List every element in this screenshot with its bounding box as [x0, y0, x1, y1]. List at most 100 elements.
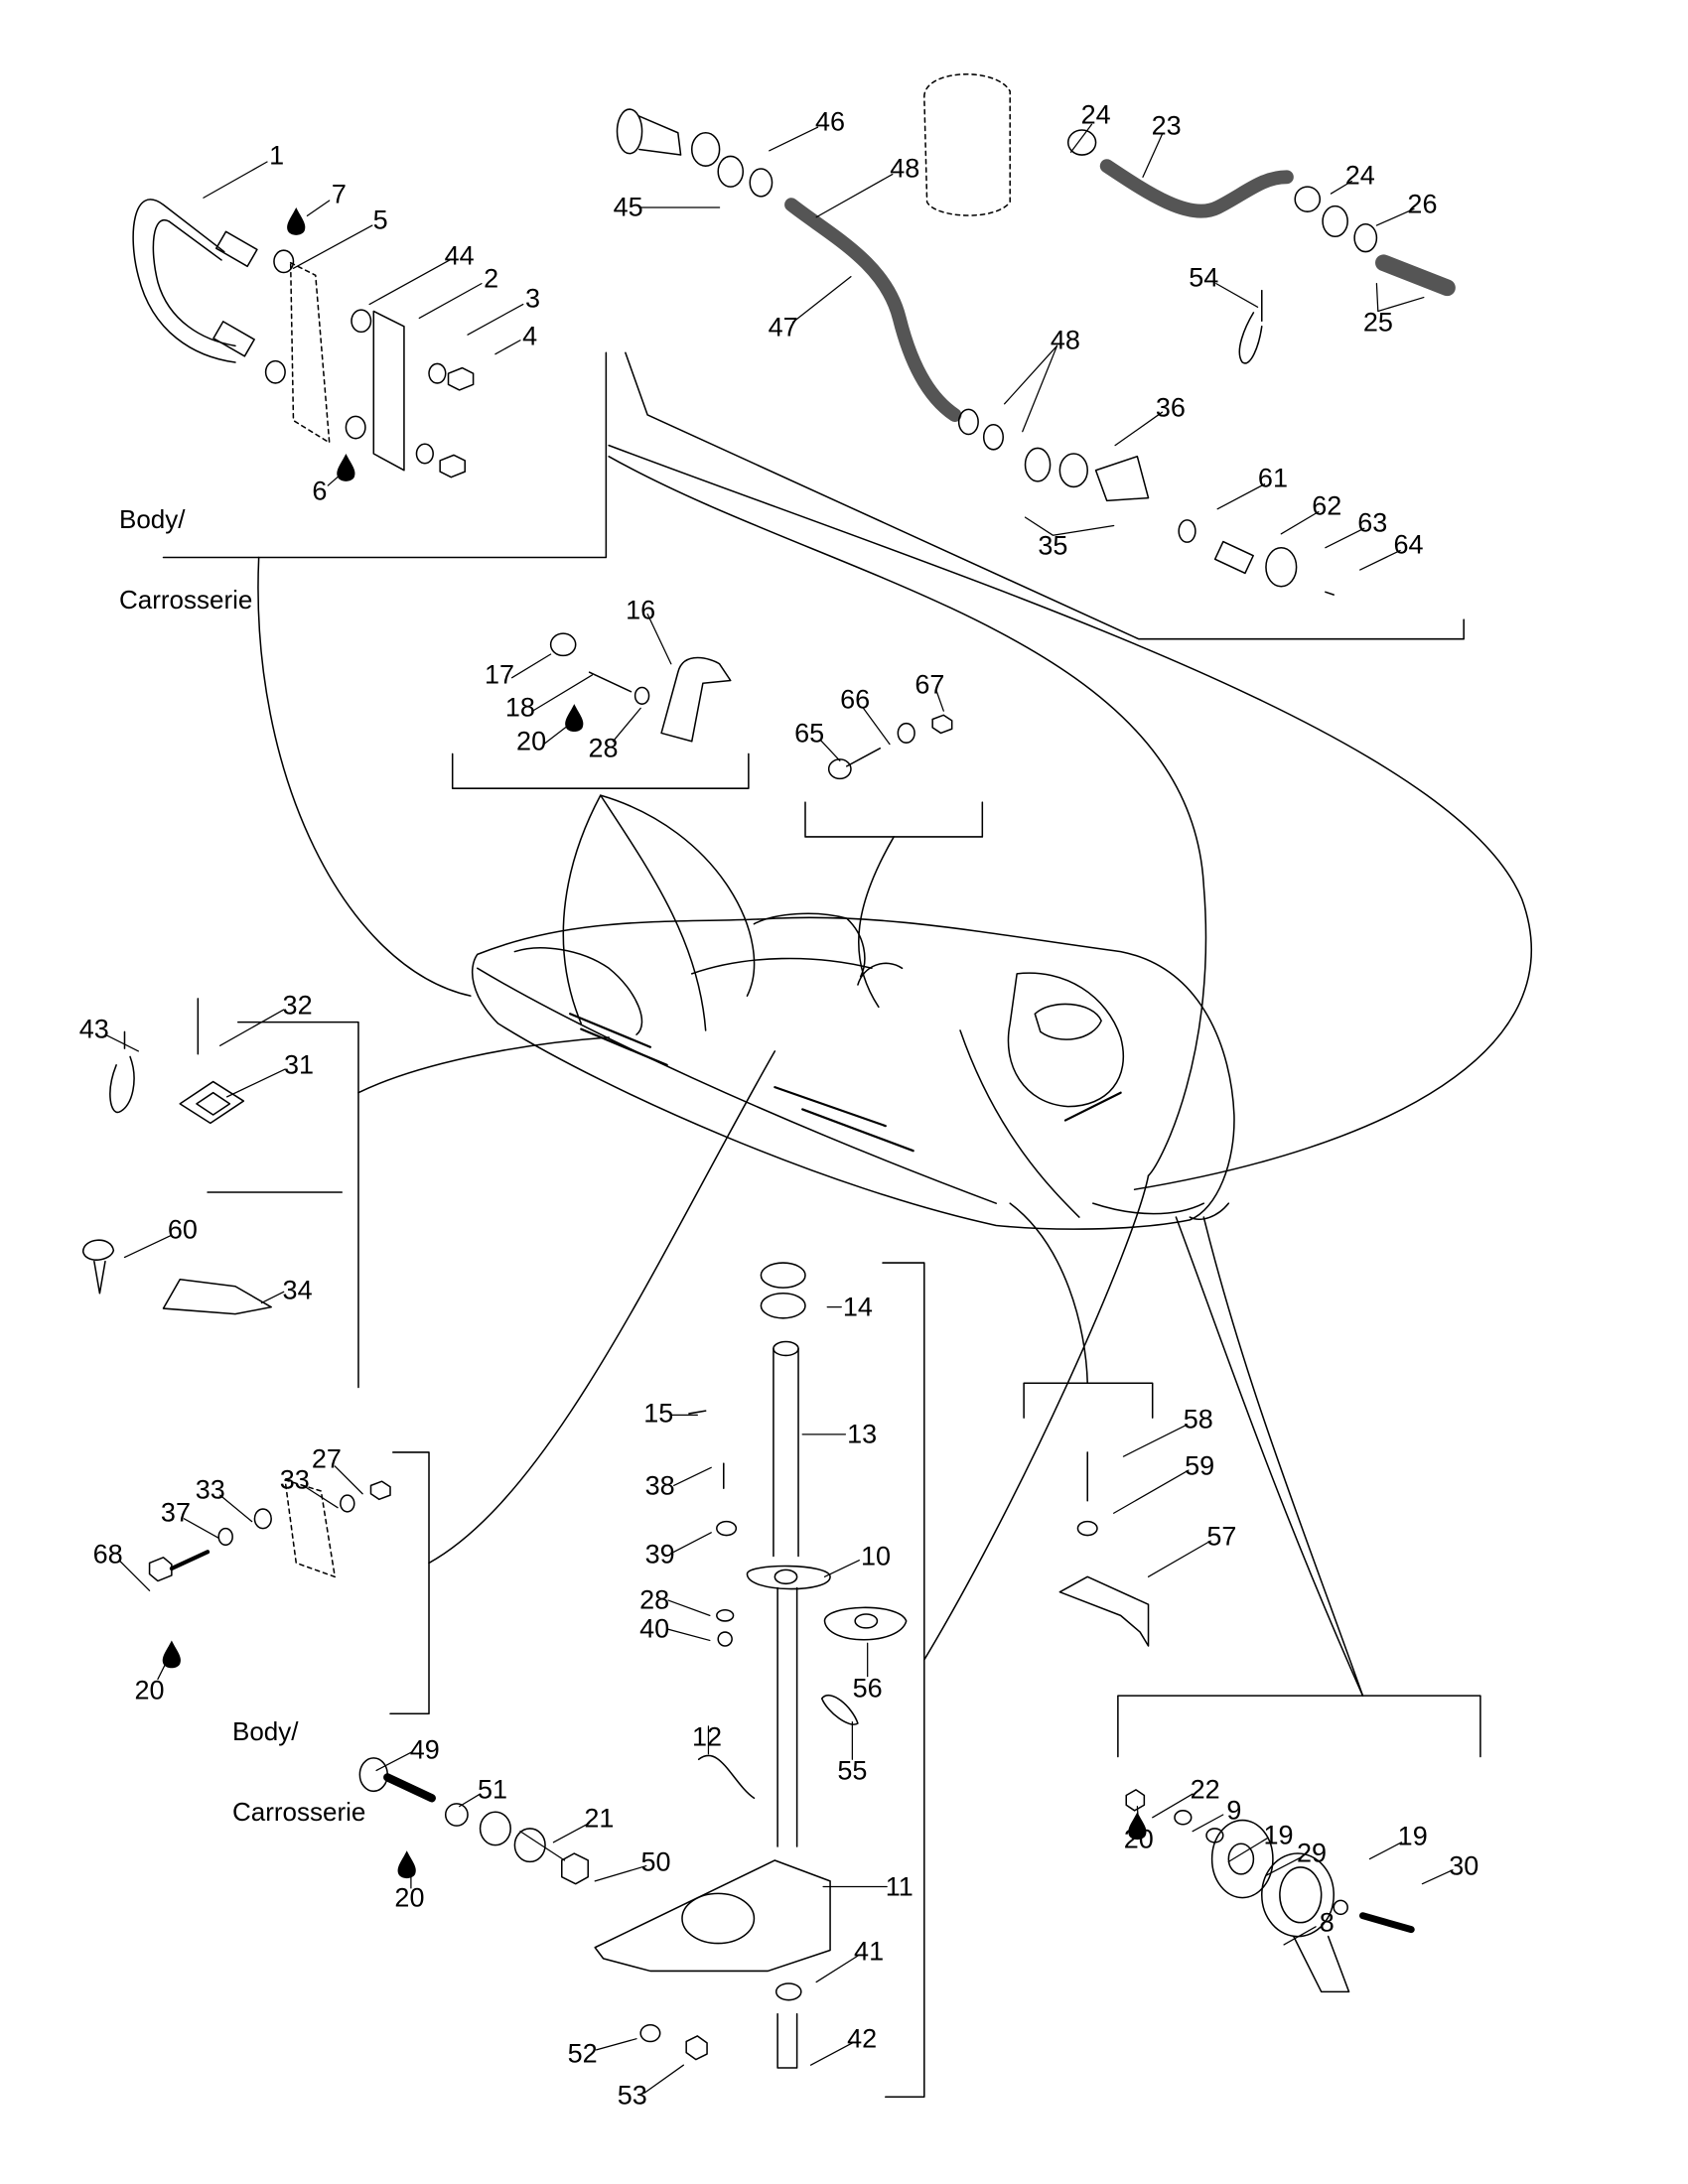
callout-8: 8 [1319, 1907, 1335, 1938]
callout-66: 66 [840, 684, 871, 715]
callout-20: 20 [516, 726, 547, 756]
callout-18: 18 [504, 692, 535, 723]
callout-4: 4 [522, 321, 538, 351]
callout-40: 40 [639, 1613, 670, 1644]
callout-28: 28 [588, 733, 619, 763]
callout-leader-lines [104, 123, 1454, 2094]
hose-assembly-right [923, 73, 1456, 364]
threadlocker-drop-icon [287, 206, 306, 235]
body-note-top: Body/ Carrosserie [119, 452, 252, 668]
watercraft-hull [471, 912, 1235, 1230]
fastener-set-a [81, 998, 272, 1315]
callout-48: 48 [890, 153, 920, 184]
callout-20: 20 [1123, 1824, 1154, 1854]
callout-48: 48 [1050, 325, 1080, 355]
callout-33: 33 [195, 1474, 225, 1505]
threadlocker-drop-icon [565, 704, 584, 733]
callout-56: 56 [852, 1673, 883, 1704]
hose-assembly-left [616, 108, 1335, 596]
callout-20: 20 [394, 1882, 425, 1913]
callout-16: 16 [626, 595, 656, 624]
callout-42: 42 [847, 2023, 878, 2054]
callout-19: 19 [1397, 1821, 1428, 1851]
callout-41: 41 [854, 1936, 885, 1967]
callout-37: 37 [160, 1497, 191, 1528]
callout-17: 17 [485, 659, 515, 690]
bracket-57-assembly [1058, 1451, 1150, 1647]
bolt-65-assembly [827, 714, 953, 780]
hull-decals [569, 1013, 1122, 1153]
callout-35: 35 [1038, 530, 1068, 561]
callout-65: 65 [794, 718, 825, 749]
callout-60: 60 [167, 1214, 198, 1245]
callout-34: 34 [282, 1275, 313, 1305]
callout-64: 64 [1393, 529, 1424, 560]
callout-12: 12 [692, 1721, 723, 1752]
body-note-line2: Carrosserie [232, 1797, 366, 1828]
callout-52: 52 [567, 2038, 598, 2069]
callout-29: 29 [1296, 1838, 1327, 1868]
callout-28: 28 [639, 1584, 670, 1615]
callout-51: 51 [478, 1774, 508, 1805]
callout-24: 24 [1080, 99, 1111, 130]
callout-47: 47 [768, 312, 798, 342]
callout-26: 26 [1407, 189, 1438, 219]
callout-10: 10 [861, 1541, 892, 1571]
callout-5: 5 [372, 205, 388, 235]
callout-33: 33 [279, 1464, 310, 1495]
callout-38: 38 [644, 1470, 675, 1501]
body-note-line2: Carrosserie [119, 585, 253, 615]
threadlocker-drop-icon [162, 1640, 181, 1669]
callout-61: 61 [1257, 463, 1288, 493]
callout-67: 67 [914, 669, 945, 700]
threadlocker-drop-icon [397, 1850, 416, 1879]
callout-45: 45 [613, 192, 643, 222]
callout-57: 57 [1206, 1521, 1237, 1552]
callout-22: 22 [1190, 1774, 1220, 1805]
drop-icons [162, 206, 1147, 1879]
callout-63: 63 [1357, 507, 1388, 538]
handle-assembly [549, 632, 732, 743]
callout-11: 11 [885, 1871, 914, 1902]
callout-46: 46 [815, 106, 846, 137]
u-bolt-assembly [132, 199, 475, 478]
callout-50: 50 [640, 1846, 671, 1877]
callout-58: 58 [1183, 1404, 1213, 1434]
bolt-49-assembly [358, 1757, 590, 1885]
callout-21: 21 [584, 1803, 615, 1834]
callout-9: 9 [1226, 1795, 1242, 1826]
callout-23: 23 [1151, 110, 1182, 141]
callout-54: 54 [1189, 262, 1219, 293]
callout-19: 19 [1263, 1820, 1294, 1850]
callout-44: 44 [444, 240, 475, 271]
body-note-line1: Body/ [232, 1715, 299, 1746]
body-note-line1: Body/ [119, 503, 186, 534]
callout-30: 30 [1449, 1850, 1479, 1881]
callout-39: 39 [644, 1539, 675, 1570]
callout-25: 25 [1362, 307, 1393, 338]
callout-3: 3 [524, 283, 540, 314]
callout-32: 32 [282, 990, 313, 1021]
callout-15: 15 [643, 1398, 674, 1429]
callout-43: 43 [78, 1014, 109, 1044]
callout-24: 24 [1344, 160, 1375, 191]
callout-20: 20 [134, 1675, 165, 1706]
threadlocker-drop-icon [337, 453, 355, 481]
callout-68: 68 [92, 1539, 123, 1570]
callout-2: 2 [484, 263, 499, 294]
callout-27: 27 [311, 1443, 342, 1474]
group-bracket-lines [162, 351, 1533, 2098]
threadlocker-drop-icon [1128, 1812, 1147, 1841]
callout-62: 62 [1312, 490, 1342, 521]
column-assembly [594, 1262, 908, 2069]
callout-7: 7 [331, 179, 347, 209]
callout-59: 59 [1185, 1450, 1215, 1481]
callout-55: 55 [837, 1755, 868, 1786]
callout-49: 49 [409, 1734, 440, 1765]
callout-36: 36 [1155, 392, 1186, 423]
callout-13: 13 [847, 1419, 878, 1449]
drain-plug-assembly [1125, 1789, 1415, 1993]
callout-6: 6 [312, 476, 328, 506]
